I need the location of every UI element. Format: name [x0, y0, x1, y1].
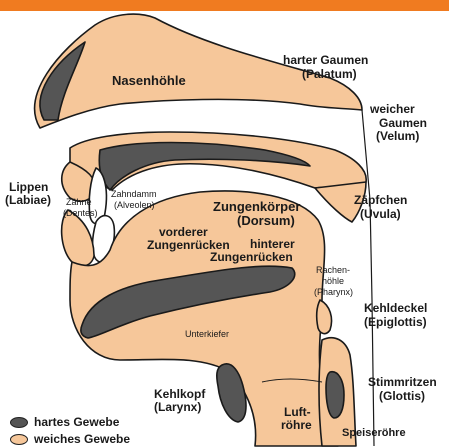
label-lips-latin: (Labiae) — [5, 194, 51, 207]
epiglottis-shape — [317, 300, 332, 334]
label-larynx-latin: (Larynx) — [154, 401, 201, 414]
label-soft-palate: weicher — [370, 103, 415, 116]
label-larynx: Kehlkopf — [154, 388, 205, 401]
label-pharynx-latin: (Pharynx) — [314, 288, 353, 297]
label-lips: Lippen — [9, 181, 48, 194]
label-soft-palate-2: Gaumen — [379, 117, 427, 130]
label-uvula: Zäpfchen — [354, 194, 407, 207]
label-alveolar-latin: (Alveolen) — [114, 201, 155, 210]
label-epiglottis-latin: (Epiglottis) — [364, 316, 427, 329]
legend-soft-label: weiches Gewebe — [34, 432, 130, 446]
legend-hard-swatch — [10, 417, 28, 428]
label-glottis: Stimmritzen — [368, 376, 437, 389]
label-hard-palate-latin: (Palatum) — [302, 68, 357, 81]
label-back-tongue-2: Zungenrücken — [210, 251, 293, 264]
label-pharynx-2: höhle — [322, 277, 344, 286]
label-tongue-body-latin: (Dorsum) — [237, 214, 295, 228]
label-teeth: Zähne — [66, 198, 92, 207]
label-front-tongue: vorderer — [159, 226, 208, 239]
legend-hard-label: hartes Gewebe — [34, 415, 119, 429]
label-soft-palate-latin: (Velum) — [376, 130, 419, 143]
lower-lip-shape — [62, 210, 94, 266]
label-trachea-2: röhre — [281, 419, 312, 432]
pharynx-wall-line — [362, 110, 374, 446]
label-epiglottis: Kehldeckel — [364, 302, 427, 315]
label-back-tongue: hinterer — [250, 238, 295, 251]
label-uvula-latin: (Uvula) — [360, 208, 401, 221]
label-pharynx: Rachen- — [316, 266, 350, 275]
legend-soft-swatch — [10, 434, 28, 445]
legend-soft: weiches Gewebe — [10, 432, 130, 446]
legend-hard: hartes Gewebe — [10, 415, 119, 429]
label-glottis-latin: (Glottis) — [379, 390, 425, 403]
label-alveolar: Zahndamm — [111, 190, 157, 199]
label-jaw: Unterkiefer — [185, 330, 229, 339]
label-teeth-latin: (Dentes) — [63, 209, 98, 218]
label-trachea: Luft- — [284, 406, 311, 419]
label-esophagus: Speiseröhre — [342, 428, 406, 440]
esophagus-bone — [326, 372, 344, 418]
label-hard-palate: harter Gaumen — [283, 54, 368, 67]
label-tongue-body: Zungenkörper — [213, 200, 300, 214]
label-nasal-cavity: Nasenhöhle — [112, 74, 186, 88]
